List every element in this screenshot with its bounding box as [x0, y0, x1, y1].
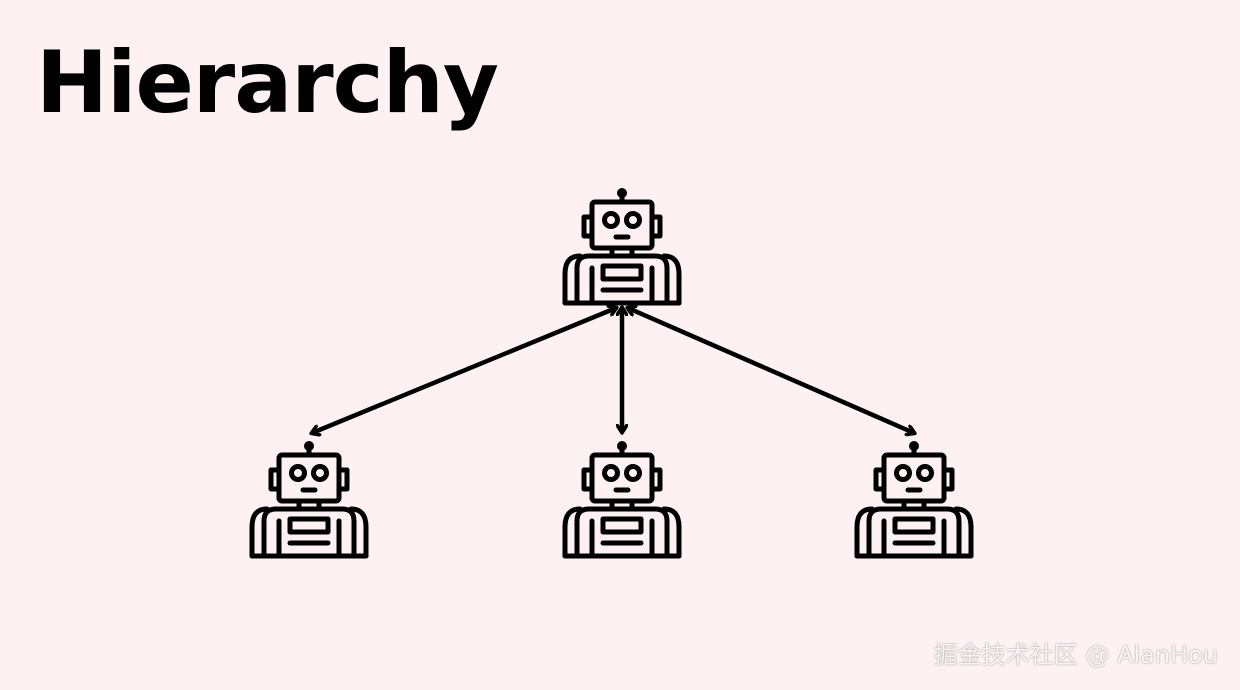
edge-top-to-bottom-right	[628, 308, 914, 433]
robot-icon-bottom-left	[252, 444, 366, 557]
robot-icon-top	[565, 191, 679, 304]
page-title: Hierarchy	[36, 33, 499, 133]
robot-icon-bottom-right	[857, 444, 971, 557]
watermark-text: 掘金技术社区 @ AlanHou	[933, 641, 1218, 669]
edge-top-to-bottom-left	[312, 308, 616, 433]
robot-icon-bottom-center	[565, 444, 679, 557]
